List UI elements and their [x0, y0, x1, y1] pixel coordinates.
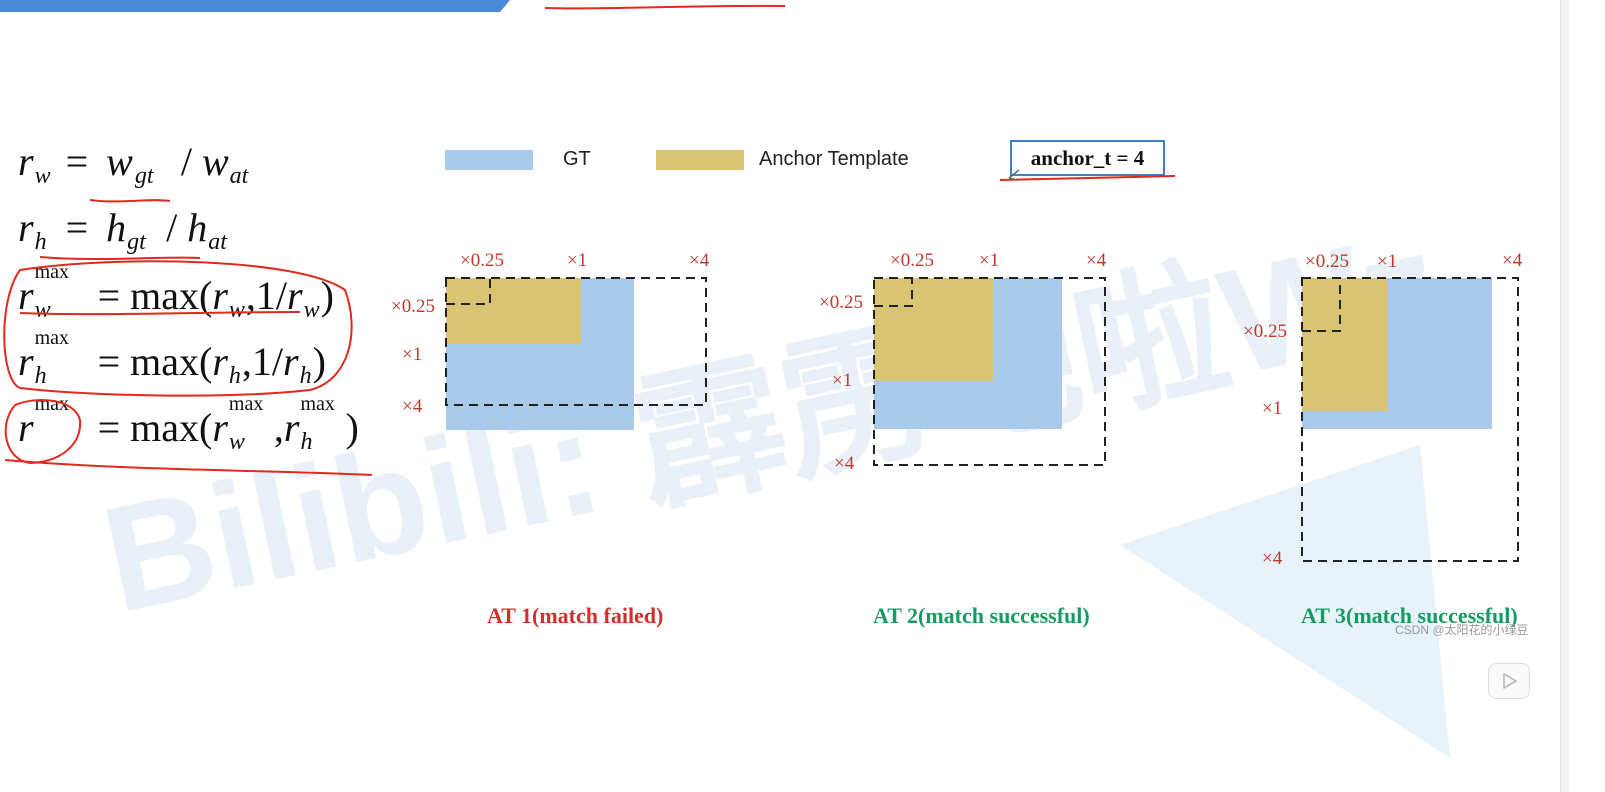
tick-top-4: ×4	[689, 250, 710, 271]
tick-top-q: ×0.25	[890, 250, 934, 271]
tick-top-1: ×1	[1377, 251, 1398, 272]
tick-left-q: ×0.25	[819, 292, 863, 313]
play-button[interactable]	[1488, 663, 1530, 699]
legend-anchor-label: Anchor Template	[759, 148, 909, 170]
anchor-box-fill	[1302, 278, 1388, 411]
csdn-watermark: CSDN @太阳花的小绿豆	[1395, 623, 1529, 637]
right-scrollbar[interactable]	[1560, 0, 1569, 792]
top-ink-annotation	[545, 4, 786, 10]
caption-at3: AT 3(match successful)	[1301, 603, 1518, 628]
tick-top-4: ×4	[1502, 250, 1523, 271]
caption-at2: AT 2(match successful)	[873, 603, 1090, 628]
anchor-x025-outline	[1302, 278, 1341, 332]
anchor-box-fill	[874, 278, 993, 381]
caption-at1: AT 1(match failed)	[487, 603, 664, 628]
play-icon	[1503, 673, 1517, 689]
anchor-t-box: anchor_t = 4	[1010, 140, 1165, 176]
tick-left-q: ×0.25	[1243, 321, 1287, 342]
anchor-box-fill	[446, 278, 581, 344]
formula-annotations	[3, 199, 373, 476]
top-blue-bar	[0, 0, 510, 12]
panel-at2-diagram	[873, 277, 1106, 466]
anchor-x4-outline	[873, 277, 1106, 466]
tick-top-1: ×1	[567, 250, 588, 271]
tick-left-1: ×1	[402, 344, 423, 365]
legend-anchor-swatch	[656, 150, 744, 170]
tick-left-1: ×1	[1262, 398, 1283, 419]
tick-left-q: ×0.25	[391, 296, 435, 317]
legend-gt-label: GT	[563, 148, 591, 170]
tick-top-q: ×0.25	[1305, 251, 1349, 272]
tick-left-4: ×4	[1262, 548, 1283, 569]
tick-left-4: ×4	[834, 453, 855, 474]
anchor-x4-outline	[1301, 277, 1519, 562]
tick-top-1: ×1	[979, 250, 1000, 271]
panel-at3-diagram	[1301, 277, 1519, 562]
tick-left-1: ×1	[832, 370, 853, 391]
legend-gt-swatch	[445, 150, 533, 170]
panel-at1-diagram	[445, 277, 707, 430]
anchor-x025-outline	[874, 278, 913, 307]
tick-top-4: ×4	[1086, 250, 1107, 271]
anchor-x4-outline	[445, 277, 707, 406]
tick-top-q: ×0.25	[460, 250, 504, 271]
anchor-x025-outline	[446, 278, 491, 305]
tick-left-4: ×4	[402, 396, 423, 417]
pen-cursor-icon	[999, 169, 1176, 181]
